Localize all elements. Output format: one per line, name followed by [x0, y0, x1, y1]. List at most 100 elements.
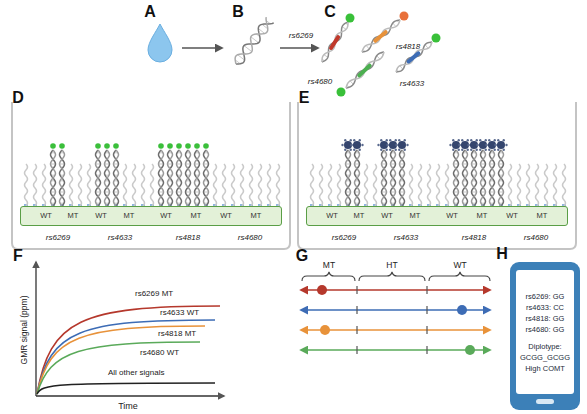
nanoparticle-core [344, 141, 352, 149]
dna-strand [382, 150, 387, 206]
snp-label: rs4633 [394, 234, 418, 242]
nanoparticle-spike [452, 139, 454, 141]
dna-strand [481, 150, 486, 206]
capture-probe [133, 164, 136, 206]
dna-strand [159, 150, 164, 206]
probe-label: WT [95, 212, 107, 220]
capture-probe [320, 164, 323, 206]
capture-probe [43, 164, 46, 206]
capture-probe [311, 164, 314, 206]
nanoparticle-spike [353, 149, 355, 151]
dna-strand [396, 42, 432, 72]
dna-strand [499, 150, 504, 206]
dna-strand [322, 22, 348, 62]
nanoparticle-spike [467, 149, 469, 151]
dna-strand [204, 150, 209, 206]
captured-probe [96, 150, 101, 206]
nanoparticle-spike [467, 144, 469, 146]
nanoparticle-spike [488, 139, 490, 141]
genotype-class: WT [453, 261, 466, 270]
capture-probe [527, 164, 530, 206]
snp-label: rs4818 [462, 234, 486, 242]
y-axis [35, 262, 36, 396]
nanoparticle-spike [458, 144, 460, 146]
nanoparticle-spike [341, 144, 343, 146]
nanoparticle-spike [386, 139, 388, 141]
dna-strand [168, 150, 173, 206]
captured-probe [499, 150, 504, 206]
probe-label: WT [40, 212, 52, 220]
captured-probe [391, 150, 396, 206]
genotype-text: rs6269: GG [526, 291, 565, 302]
capture-probe [34, 164, 37, 206]
signal-curve [37, 342, 200, 394]
nanoparticle-spike [485, 149, 487, 151]
fluorescent-tag [113, 143, 119, 149]
nanoparticle-spike [353, 139, 355, 141]
magnetic-nanoparticle [476, 139, 489, 151]
nanoparticle-spike [350, 139, 352, 141]
probe-label: WT [506, 212, 518, 220]
capture-probe [268, 164, 271, 206]
genotype-scale [301, 289, 490, 291]
dna-strand [235, 17, 268, 64]
blood-droplet [148, 24, 172, 62]
capture-probe [214, 164, 217, 206]
dna-strand [382, 150, 387, 206]
snp-region [409, 53, 419, 61]
magnetic-nanoparticle [395, 139, 408, 151]
capture-probe [151, 164, 154, 206]
capture-probe [88, 164, 91, 206]
nanoparticle-spike [494, 149, 496, 151]
capture-probe [509, 164, 512, 206]
captured-probe [159, 150, 164, 206]
snp-label: rs6269 [332, 234, 356, 242]
nanoparticle-spike [476, 139, 478, 141]
range-bracket [429, 272, 490, 281]
capture-probe [79, 164, 82, 206]
tick-mark [426, 326, 427, 334]
nanoparticle-core [461, 141, 469, 149]
nanoparticle-spike [359, 139, 361, 141]
nanoparticle-spike [386, 144, 388, 146]
probe-label: WT [381, 212, 393, 220]
signal-curve [37, 383, 215, 394]
snp-label: rs4680 [308, 78, 332, 86]
dna-strand [186, 150, 191, 206]
nanoparticle-core [497, 141, 505, 149]
nanoparticle-core [479, 141, 487, 149]
nanoparticle-spike [497, 149, 499, 151]
substrate-bar: WTMTWTMTWTMTWTMT [20, 206, 282, 226]
capture-probe [437, 164, 440, 206]
magnetic-nanoparticle [467, 139, 480, 151]
dna-fragment [362, 20, 400, 52]
capture-probe [518, 164, 521, 206]
nanoparticle-spike [361, 144, 363, 146]
nanoparticle-spike [505, 144, 507, 146]
probe-label: MT [477, 212, 488, 220]
sensor-well [298, 102, 576, 249]
nanoparticle-core [452, 141, 460, 149]
dna-strand [195, 150, 200, 206]
captured-probe [481, 150, 486, 206]
nanoparticle-spike [395, 139, 397, 141]
nanoparticle-spike [485, 139, 487, 141]
dna-strand [396, 42, 432, 72]
nanoparticle-spike [389, 149, 391, 151]
probe-label: WT [446, 212, 458, 220]
dna-strand [159, 150, 164, 206]
dna-fragment [322, 22, 348, 62]
capture-probe [428, 164, 431, 206]
curve-label: rs4633 WT [160, 309, 199, 317]
nanoparticle-spike [395, 144, 397, 146]
dna-strand [400, 150, 405, 206]
probe-label: WT [326, 212, 338, 220]
nanoparticle-spike [344, 149, 346, 151]
nanoparticle-spike [476, 144, 478, 146]
nanoparticle-spike [398, 149, 400, 151]
dna-strand [51, 150, 56, 206]
nanoparticle-core [389, 141, 397, 149]
curve-label: rs6269 MT [135, 290, 173, 298]
dna-strand [60, 150, 65, 206]
